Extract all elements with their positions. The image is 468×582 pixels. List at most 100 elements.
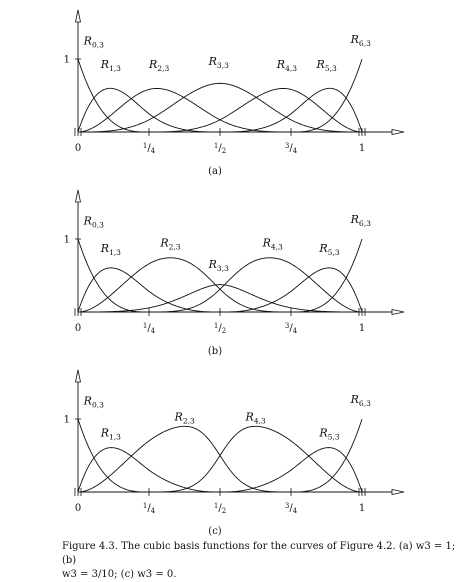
curve-label-subscript: 2,3 xyxy=(183,416,195,425)
curve-label: R0,3 xyxy=(83,214,104,229)
curve-label: R2,3 xyxy=(159,236,180,251)
x-tick-label: 3/4 xyxy=(285,322,298,335)
y-axis-arrow xyxy=(75,189,81,203)
basis-curve-4 xyxy=(78,88,363,133)
curve-label-letter: R xyxy=(350,213,359,226)
tick-denominator: 4 xyxy=(151,507,156,515)
x-tick-label: 1/4 xyxy=(143,322,156,335)
curve-label-letter: R xyxy=(208,55,217,68)
curve-label-letter: R xyxy=(208,258,217,271)
curve-label-letter: R xyxy=(245,410,254,423)
x-axis-arrow xyxy=(391,129,405,135)
curve-label-subscript: 1,3 xyxy=(109,64,121,73)
x-tick-label: 1 xyxy=(359,143,365,154)
curve-label-letter: R xyxy=(276,58,285,71)
tick-numerator: 3 xyxy=(285,322,289,330)
curve-label-letter: R xyxy=(100,58,109,71)
curve-label-subscript: 3,3 xyxy=(217,264,229,273)
y-tick-label: 1 xyxy=(64,415,70,426)
curve-label-letter: R xyxy=(148,58,157,71)
tick-numerator: 1 xyxy=(214,502,218,510)
panel-label: (c) xyxy=(208,526,222,537)
tick-slash: / xyxy=(218,143,222,154)
caption-line-2: w3 = 3/10; (c) w3 = 0. xyxy=(62,569,177,580)
curve-label-subscript: 4,3 xyxy=(254,416,266,425)
basis-curve-2 xyxy=(77,88,362,133)
curve-label-letter: R xyxy=(83,394,92,407)
basis-curve-1 xyxy=(77,447,362,493)
curve-label: R4,3 xyxy=(262,236,283,251)
curve-label: R1,3 xyxy=(100,242,121,257)
basis-curve-1 xyxy=(77,87,362,133)
x-axis-arrow xyxy=(391,489,405,495)
basis-curve-3 xyxy=(78,284,362,313)
figure-caption: Figure 4.3. The cubic basis functions fo… xyxy=(62,540,462,582)
y-tick-label: 1 xyxy=(64,235,70,246)
basis-curve-5 xyxy=(78,447,363,493)
curve-label: R6,3 xyxy=(350,393,371,408)
tick-slash: / xyxy=(218,323,222,334)
tick-slash: / xyxy=(289,323,293,334)
tick-denominator: 4 xyxy=(151,147,156,155)
x-axis-arrow xyxy=(391,309,405,315)
x-tick-label: 1/4 xyxy=(143,502,156,515)
curve-label-letter: R xyxy=(262,236,271,249)
tick-denominator: 4 xyxy=(293,507,298,515)
x-tick-label: 1/2 xyxy=(214,322,226,335)
tick-slash: / xyxy=(218,503,222,514)
curve-label-subscript: 4,3 xyxy=(285,64,297,73)
curve-label-letter: R xyxy=(100,242,109,255)
curve-label: R4,3 xyxy=(276,58,297,73)
curve-label-letter: R xyxy=(83,34,92,47)
tick-denominator: 4 xyxy=(151,327,156,335)
tick-denominator: 4 xyxy=(293,327,298,335)
basis-curve-1 xyxy=(77,267,362,313)
curve-label: R0,3 xyxy=(83,394,104,409)
curve-label: R3,3 xyxy=(208,258,229,273)
curve-label: R5,3 xyxy=(318,427,339,442)
curve-label-subscript: 6,3 xyxy=(359,399,371,408)
tick-numerator: 3 xyxy=(285,142,289,150)
tick-denominator: 2 xyxy=(222,147,226,155)
tick-numerator: 1 xyxy=(214,142,218,150)
curve-label-subscript: 6,3 xyxy=(359,39,371,48)
caption-line-1: Figure 4.3. The cubic basis functions fo… xyxy=(62,541,456,566)
tick-numerator: 1 xyxy=(214,322,218,330)
tick-slash: / xyxy=(147,323,151,334)
x-tick-label: 1 xyxy=(359,503,365,514)
curve-label-subscript: 1,3 xyxy=(109,248,121,257)
curve-label-letter: R xyxy=(174,410,183,423)
x-tick-label: 1/2 xyxy=(214,502,226,515)
curve-label-letter: R xyxy=(100,427,109,440)
curve-label-subscript: 2,3 xyxy=(157,64,169,73)
panel-label: (b) xyxy=(208,346,222,357)
curve-label: R2,3 xyxy=(174,410,195,425)
y-axis-arrow xyxy=(75,9,81,23)
curve-label: R3,3 xyxy=(208,55,229,70)
curve-label-letter: R xyxy=(350,33,359,46)
y-tick-label: 1 xyxy=(64,55,70,66)
curve-label: R1,3 xyxy=(100,58,121,73)
x-tick-label: 1 xyxy=(359,323,365,334)
x-tick-label: 0 xyxy=(75,143,81,154)
curve-label-subscript: 0,3 xyxy=(92,40,104,49)
tick-slash: / xyxy=(147,143,151,154)
basis-curve-3 xyxy=(78,82,362,133)
curve-label-letter: R xyxy=(318,242,327,255)
tick-slash: / xyxy=(147,503,151,514)
panel-label: (a) xyxy=(208,166,222,177)
curve-label: R6,3 xyxy=(350,213,371,228)
tick-slash: / xyxy=(289,143,293,154)
curve-label: R2,3 xyxy=(148,58,169,73)
curve-label: R0,3 xyxy=(83,34,104,49)
curve-label-subscript: 6,3 xyxy=(359,219,371,228)
curve-label: R6,3 xyxy=(350,33,371,48)
x-tick-label: 1/4 xyxy=(143,142,156,155)
x-tick-label: 0 xyxy=(75,503,81,514)
tick-denominator: 2 xyxy=(222,327,226,335)
y-axis-arrow xyxy=(75,369,81,383)
tick-denominator: 4 xyxy=(293,147,298,155)
curve-label-subscript: 3,3 xyxy=(217,61,229,70)
